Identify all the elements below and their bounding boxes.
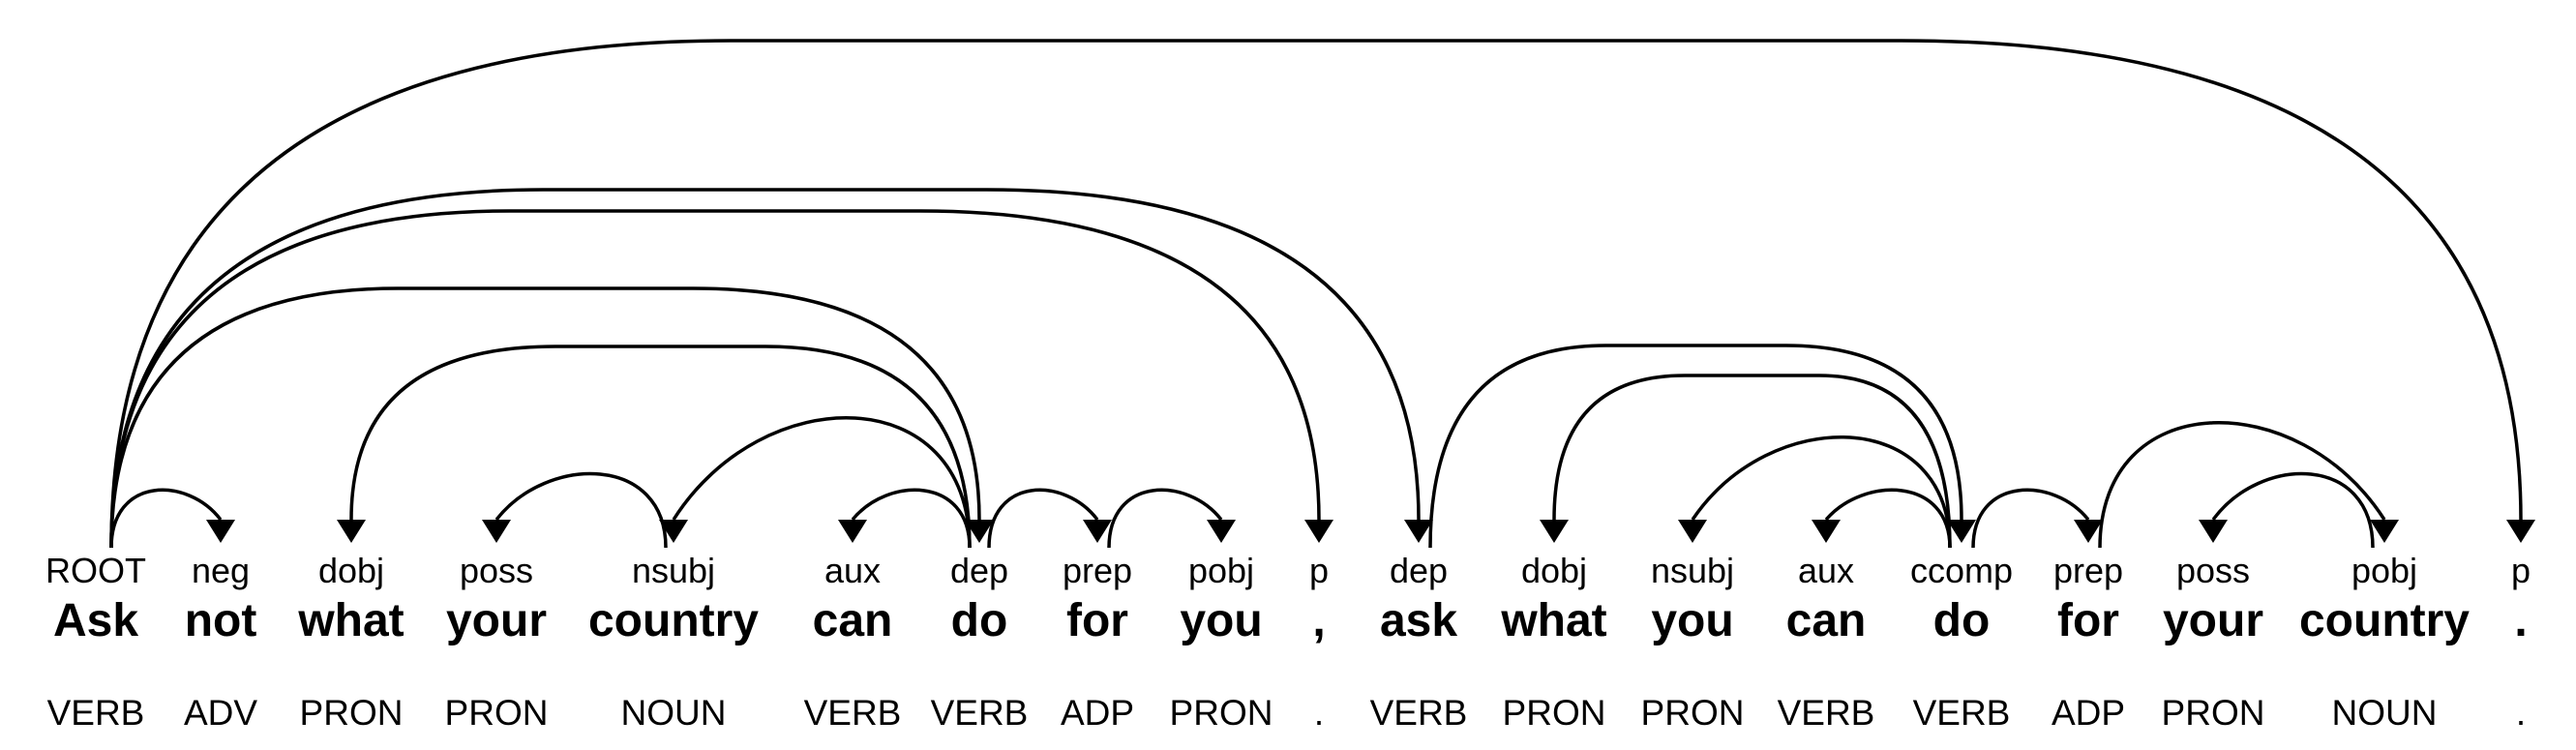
token-pos-tag: PRON xyxy=(300,693,404,733)
token-word: what xyxy=(297,595,404,646)
arrowhead-p xyxy=(2506,520,2535,543)
token-word: can xyxy=(813,595,893,646)
token-pos-tag: PRON xyxy=(1503,693,1606,733)
token-relation-label: dep xyxy=(1390,551,1448,590)
token-pos-tag: PRON xyxy=(1641,693,1745,733)
token-relation-label: dobj xyxy=(318,551,384,590)
arrowhead-pobj xyxy=(1207,520,1236,543)
arrowhead-poss xyxy=(2199,520,2228,543)
arrowhead-pobj xyxy=(2370,520,2399,543)
arc-nsubj xyxy=(672,416,972,549)
token-pos-tag: VERB xyxy=(931,693,1029,733)
arc-poss xyxy=(2211,471,2375,549)
arrowhead-prep xyxy=(2074,520,2103,543)
token-relation-label: pobj xyxy=(2351,551,2417,590)
arc-dobj xyxy=(349,345,972,549)
token-pos-tag: VERB xyxy=(1778,693,1875,733)
token-pos-tag: PRON xyxy=(2162,693,2265,733)
arc-poss xyxy=(494,471,668,549)
token-pos-tag: . xyxy=(2516,693,2526,733)
token-relation-label: neg xyxy=(192,551,250,590)
token-relation-label: prep xyxy=(2053,551,2123,590)
arc-aux xyxy=(851,488,972,549)
token-pos-tag: . xyxy=(1314,693,1324,733)
token-word: do xyxy=(1933,595,1991,646)
arrowhead-ccomp xyxy=(1947,520,1976,543)
arrowhead-dep xyxy=(1404,520,1433,543)
token-word: . xyxy=(2514,595,2527,646)
token-word: you xyxy=(1180,595,1262,646)
arrowhead-neg xyxy=(206,520,235,543)
arc-dep xyxy=(109,286,981,549)
token-relation-label: pobj xyxy=(1188,551,1254,590)
token-word: your xyxy=(446,595,547,646)
token-relation-label: poss xyxy=(2176,551,2250,590)
token-word: can xyxy=(1786,595,1867,646)
arrowhead-aux xyxy=(838,520,867,543)
token-word: what xyxy=(1500,595,1606,646)
token-word: not xyxy=(185,595,257,646)
token-relation-label: p xyxy=(1309,551,1329,590)
token-pos-tag: PRON xyxy=(1170,693,1273,733)
token-pos-tag: VERB xyxy=(47,693,145,733)
token-relation-label: poss xyxy=(460,551,533,590)
arrowhead-dobj xyxy=(337,520,366,543)
arc-dep xyxy=(109,188,1421,549)
token-word: country xyxy=(588,595,759,646)
arc-aux xyxy=(1824,488,1952,549)
token-relation-label: p xyxy=(2511,551,2531,590)
token-pos-tag: VERB xyxy=(1370,693,1468,733)
token-relation-label: ROOT xyxy=(45,551,146,590)
arrowhead-nsubj xyxy=(1678,520,1707,543)
token-word: Ask xyxy=(53,595,138,646)
token-word: for xyxy=(2057,595,2119,646)
arc-nsubj xyxy=(1691,435,1952,549)
token-pos-tag: PRON xyxy=(445,693,549,733)
token-pos-tag: VERB xyxy=(804,693,902,733)
arrowhead-poss xyxy=(482,520,511,543)
arrowhead-nsubj xyxy=(659,520,688,543)
arc-prep xyxy=(1971,488,2090,549)
token-pos-tag: NOUN xyxy=(2332,693,2438,733)
token-relation-label: prep xyxy=(1063,551,1132,590)
arrowhead-aux xyxy=(1812,520,1841,543)
arrowhead-dobj xyxy=(1540,520,1569,543)
token-relation-label: nsubj xyxy=(1651,551,1734,590)
token-word: do xyxy=(951,595,1008,646)
token-pos-tag: NOUN xyxy=(621,693,727,733)
token-relation-label: aux xyxy=(824,551,881,590)
token-word: , xyxy=(1312,595,1325,646)
arrowhead-p xyxy=(1304,520,1333,543)
arc-dobj xyxy=(1552,374,1952,549)
arc-p xyxy=(109,39,2523,549)
token-relation-label: aux xyxy=(1798,551,1854,590)
token-relation-label: dep xyxy=(950,551,1008,590)
token-word: for xyxy=(1066,595,1128,646)
token-pos-tag: VERB xyxy=(1913,693,2011,733)
arc-ccomp xyxy=(1428,344,1963,549)
arc-pobj xyxy=(2098,421,2386,549)
token-word: ask xyxy=(1380,595,1457,646)
arc-prep xyxy=(987,488,1099,549)
arrowhead-dep xyxy=(965,520,994,543)
token-pos-tag: ADV xyxy=(184,693,257,733)
token-word: country xyxy=(2299,595,2470,646)
token-pos-tag: ADP xyxy=(1061,693,1134,733)
arc-neg xyxy=(109,488,223,549)
token-pos-tag: ADP xyxy=(2052,693,2125,733)
token-word: you xyxy=(1651,595,1733,646)
arc-pobj xyxy=(1107,488,1223,549)
token-relation-label: ccomp xyxy=(1910,551,2013,590)
arrowhead-prep xyxy=(1083,520,1112,543)
token-relation-label: nsubj xyxy=(632,551,715,590)
arc-p xyxy=(109,209,1321,549)
token-word: your xyxy=(2163,595,2263,646)
token-relation-label: dobj xyxy=(1521,551,1587,590)
